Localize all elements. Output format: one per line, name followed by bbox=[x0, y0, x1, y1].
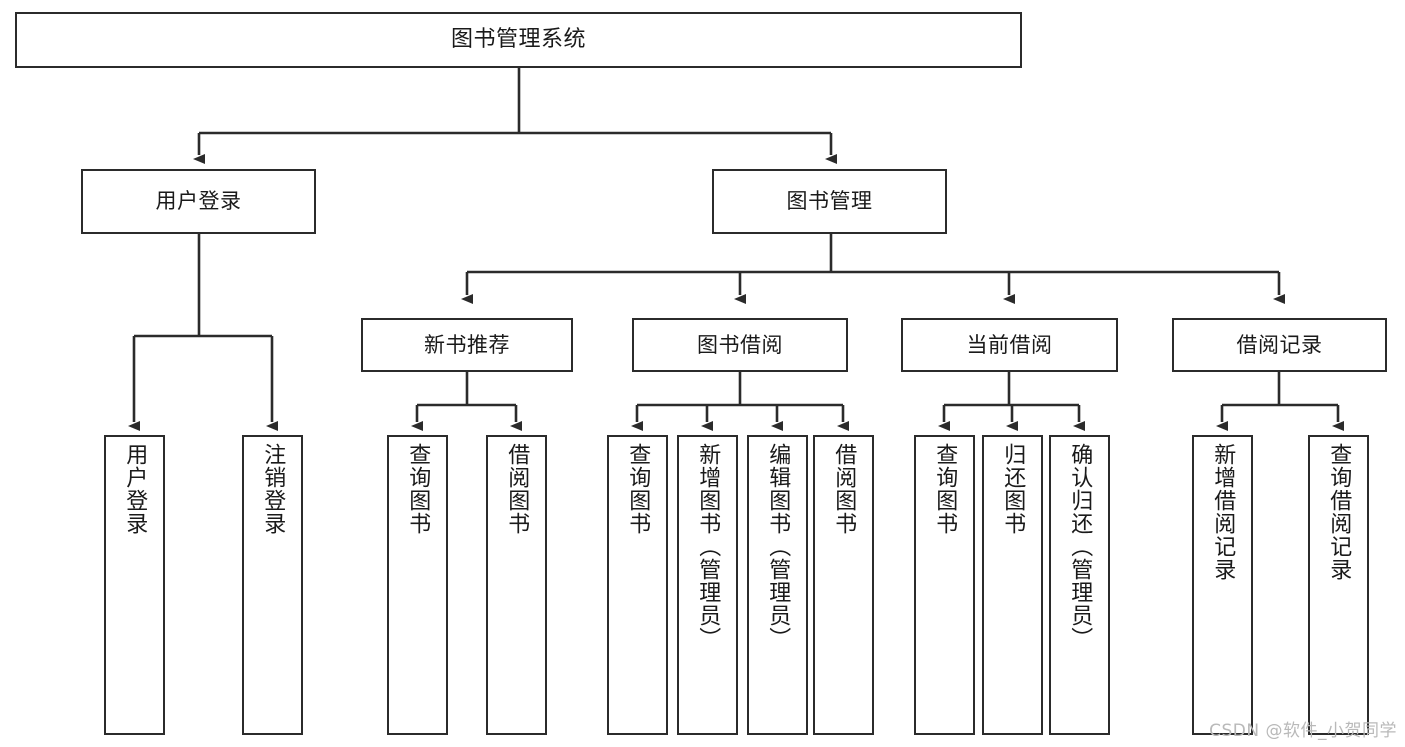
leaf-borrow-record-add-record[interactable]: 新增借阅记录 bbox=[1192, 435, 1253, 735]
node-label: 借阅图书 bbox=[831, 443, 857, 535]
leaf-book-borrow-edit-book-admin[interactable]: 编辑图书（管理员） bbox=[747, 435, 808, 735]
leaf-book-borrow-add-book-admin[interactable]: 新增图书（管理员） bbox=[677, 435, 738, 735]
node-borrow-record[interactable]: 借阅记录 bbox=[1172, 318, 1387, 372]
node-label: 编辑图书（管理员） bbox=[765, 443, 791, 650]
leaf-current-borrow-confirm-return-admin[interactable]: 确认归还（管理员） bbox=[1049, 435, 1110, 735]
leaf-user-login-logout[interactable]: 注销登录 bbox=[242, 435, 303, 735]
leaf-new-book-borrow-book[interactable]: 借阅图书 bbox=[486, 435, 547, 735]
node-label: 新增图书（管理员） bbox=[695, 443, 721, 650]
node-label: 查询图书 bbox=[625, 443, 651, 535]
leaf-user-login-login[interactable]: 用户登录 bbox=[104, 435, 165, 735]
node-root-book-management-system[interactable]: 图书管理系统 bbox=[15, 12, 1022, 68]
node-label: 图书借阅 bbox=[697, 332, 783, 357]
leaf-book-borrow-query-book[interactable]: 查询图书 bbox=[607, 435, 668, 735]
node-label: 新书推荐 bbox=[424, 332, 510, 357]
node-current-borrow[interactable]: 当前借阅 bbox=[901, 318, 1118, 372]
node-label: 确认归还（管理员） bbox=[1067, 443, 1093, 650]
leaf-borrow-record-query-record[interactable]: 查询借阅记录 bbox=[1308, 435, 1369, 735]
node-label: 借阅图书 bbox=[504, 443, 530, 535]
leaf-current-borrow-return-book[interactable]: 归还图书 bbox=[982, 435, 1043, 735]
leaf-new-book-query-book[interactable]: 查询图书 bbox=[387, 435, 448, 735]
node-label: 当前借阅 bbox=[966, 332, 1053, 357]
node-label: 用户登录 bbox=[122, 443, 148, 535]
node-label: 用户登录 bbox=[155, 189, 242, 214]
node-label: 图书管理系统 bbox=[450, 26, 586, 52]
csdn-watermark: CSDN @软件_小贺同学 bbox=[1209, 721, 1397, 741]
node-label: 归还图书 bbox=[1000, 443, 1026, 535]
node-book-management[interactable]: 图书管理 bbox=[712, 169, 947, 234]
node-label: 图书管理 bbox=[786, 189, 873, 214]
node-label: 查询图书 bbox=[932, 443, 958, 535]
node-user-login[interactable]: 用户登录 bbox=[81, 169, 316, 234]
node-label: 查询图书 bbox=[405, 443, 431, 535]
node-label: 借阅记录 bbox=[1236, 332, 1323, 357]
leaf-current-borrow-query-book[interactable]: 查询图书 bbox=[914, 435, 975, 735]
node-label: 新增借阅记录 bbox=[1210, 443, 1236, 581]
node-label: 注销登录 bbox=[260, 443, 286, 535]
node-new-book-recommend[interactable]: 新书推荐 bbox=[361, 318, 573, 372]
node-label: 查询借阅记录 bbox=[1326, 443, 1352, 581]
leaf-book-borrow-borrow-book[interactable]: 借阅图书 bbox=[813, 435, 874, 735]
node-book-borrow[interactable]: 图书借阅 bbox=[632, 318, 848, 372]
